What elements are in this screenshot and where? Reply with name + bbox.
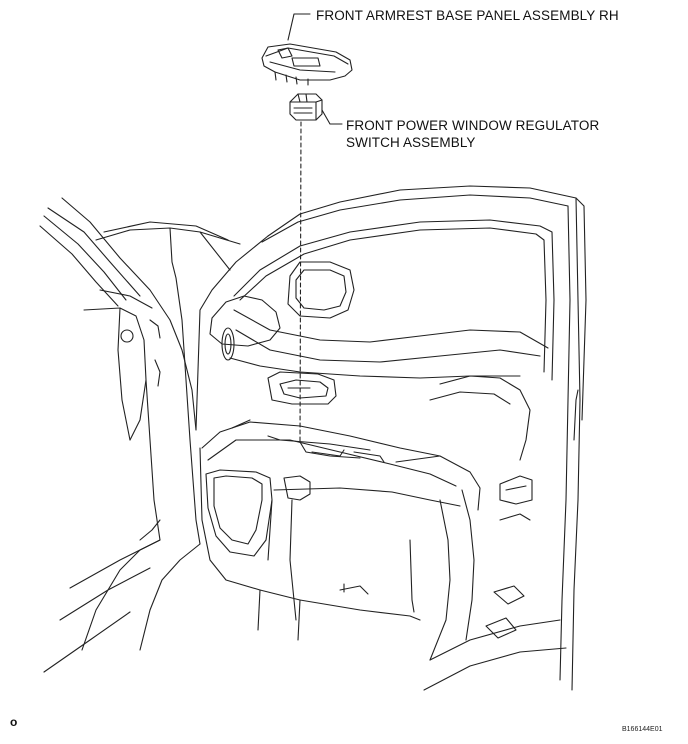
door-frame [210, 186, 586, 690]
vehicle-body [40, 198, 268, 672]
window-switch-label-line1: FRONT POWER WINDOW REGULATOR [346, 118, 600, 133]
door-trim [200, 310, 548, 660]
power-window-switch [290, 94, 322, 120]
leader-line-switch [322, 110, 342, 124]
installation-dashed-line [300, 122, 301, 442]
armrest-panel-label: FRONT ARMREST BASE PANEL ASSEMBLY RH [316, 8, 619, 23]
figure-code: B166144E01 [622, 726, 663, 733]
leader-line-armrest [288, 14, 310, 40]
window-switch-label-line2: SWITCH ASSEMBLY [346, 135, 476, 150]
armrest-base-panel [262, 44, 352, 85]
window-switch-label: FRONT POWER WINDOW REGULATOR SWITCH ASSE… [346, 117, 599, 151]
corner-mark: o [10, 715, 18, 729]
